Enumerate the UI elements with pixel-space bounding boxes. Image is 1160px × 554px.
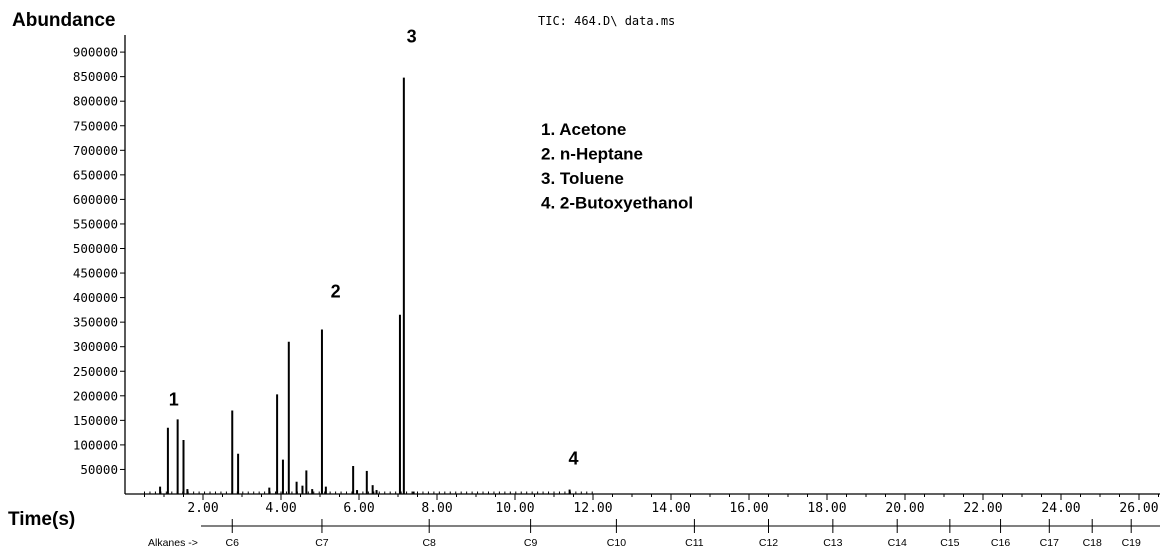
- peak-label: 4: [568, 449, 578, 469]
- alkane-label: C14: [888, 537, 907, 549]
- y-tick-label: 700000: [73, 143, 118, 158]
- legend-entry: 4. 2-Butoxyethanol: [541, 194, 693, 213]
- peak-label: 2: [331, 282, 341, 302]
- y-tick-label: 50000: [80, 462, 118, 477]
- y-tick-label: 800000: [73, 94, 118, 109]
- x-tick-label: 4.00: [265, 501, 296, 516]
- chart-title: TIC: 464.D\ data.ms: [538, 14, 675, 28]
- y-axis-title: Abundance: [12, 10, 115, 31]
- peak-label: 3: [407, 26, 417, 46]
- alkane-label: C19: [1122, 537, 1141, 549]
- y-tick-label: 400000: [73, 290, 118, 305]
- x-tick-label: 16.00: [729, 501, 768, 516]
- alkane-label: C16: [991, 537, 1010, 549]
- y-tick-label: 100000: [73, 437, 118, 452]
- legend-entry: 2. n-Heptane: [541, 145, 643, 164]
- y-tick-label: 150000: [73, 413, 118, 428]
- legend-entry: 3. Toluene: [541, 169, 624, 188]
- compound-legend: 1. Acetone 2. n-Heptane 3. Toluene 4. 2-But…: [541, 120, 693, 213]
- x-tick-label: 14.00: [651, 501, 690, 516]
- y-tick-label: 250000: [73, 364, 118, 379]
- alkane-label: C11: [685, 537, 704, 549]
- x-axis-ticks: 2.00 4.00 6.00 8.00 10.00 12.00 14.00 16.00 18.0…: [144, 494, 1159, 516]
- y-tick-label: 350000: [73, 315, 118, 330]
- x-axis-title: Time(s): [8, 509, 75, 530]
- y-tick-label: 300000: [73, 339, 118, 354]
- x-tick-label: 8.00: [421, 501, 452, 516]
- alkane-label: C8: [422, 537, 436, 549]
- y-tick-label: 500000: [73, 241, 118, 256]
- y-tick-label: 650000: [73, 167, 118, 182]
- legend-entry: 1. Acetone: [541, 120, 626, 139]
- x-tick-label: 22.00: [963, 501, 1002, 516]
- y-tick-label: 900000: [73, 45, 118, 60]
- alkane-label: C10: [607, 537, 626, 549]
- alkane-label: C6: [226, 537, 240, 549]
- peak-label: 1: [169, 390, 179, 410]
- x-tick-label: 12.00: [573, 501, 612, 516]
- y-tick-label: 550000: [73, 216, 118, 231]
- x-tick-label: 6.00: [343, 501, 374, 516]
- x-tick-label: 2.00: [187, 501, 218, 516]
- y-tick-label: 200000: [73, 388, 118, 403]
- alkane-label: C13: [823, 537, 842, 549]
- alkane-label: C7: [315, 537, 329, 549]
- alkane-label: C12: [759, 537, 778, 549]
- x-tick-label: 18.00: [807, 501, 846, 516]
- alkane-label: C9: [524, 537, 538, 549]
- alkane-prefix-label: Alkanes ->: [148, 537, 198, 549]
- y-tick-label: 600000: [73, 192, 118, 207]
- peak-number-labels: 1 2 3 4: [169, 26, 579, 468]
- alkane-scale: Alkanes -> C6 C7 C8 C9 C10 C11 C12 C13 C14 C15 C16…: [148, 519, 1160, 549]
- x-tick-label: 24.00: [1041, 501, 1080, 516]
- y-axis-ticks: 50000 100000 150000 200000 250000 300000 35000…: [73, 45, 125, 477]
- x-tick-label: 20.00: [885, 501, 924, 516]
- y-tick-label: 850000: [73, 69, 118, 84]
- y-tick-label: 750000: [73, 118, 118, 133]
- x-tick-label: 10.00: [495, 501, 534, 516]
- y-tick-label: 450000: [73, 266, 118, 281]
- x-tick-label: 26.00: [1119, 501, 1158, 516]
- alkane-label: C15: [940, 537, 959, 549]
- alkane-label: C18: [1083, 537, 1102, 549]
- alkane-label: C17: [1040, 537, 1059, 549]
- chromatogram-trace: [144, 77, 593, 494]
